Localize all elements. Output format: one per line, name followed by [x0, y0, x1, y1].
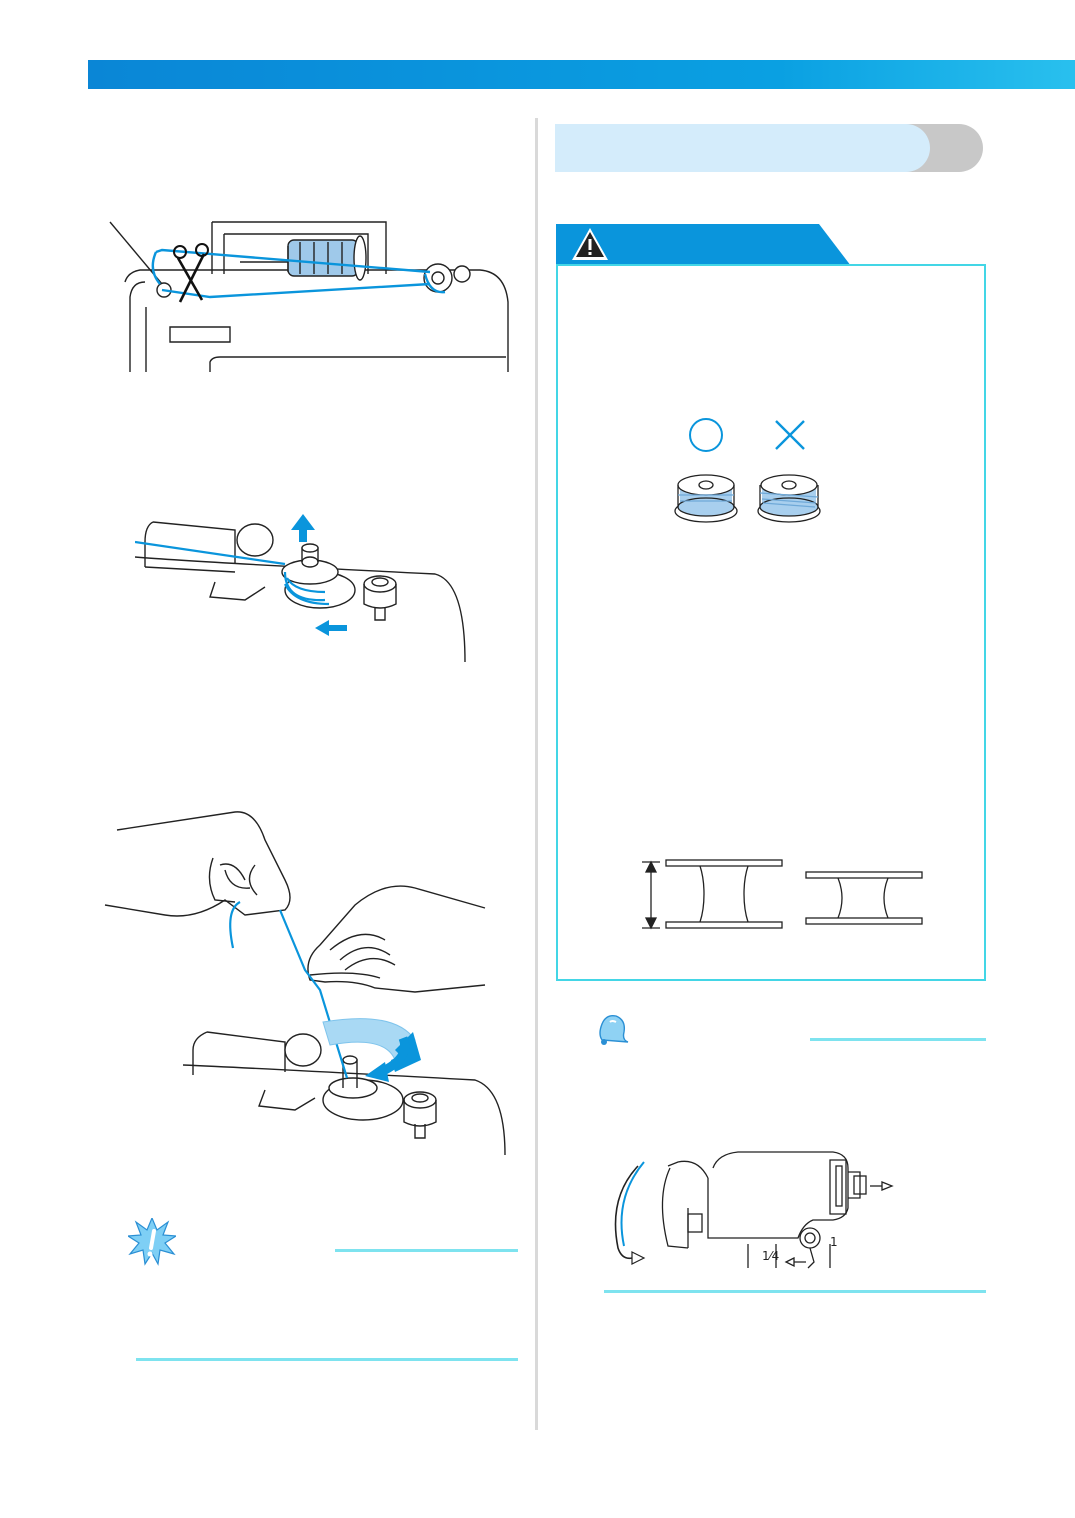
circle-ok-icon — [689, 418, 723, 452]
figure-bobbin-compare — [668, 415, 838, 527]
caution-header — [556, 224, 851, 266]
x-wrong-icon — [775, 420, 805, 450]
figure-winder-closeup: 1⁄4 1 — [608, 1148, 908, 1272]
warning-triangle-icon — [576, 232, 604, 257]
fraction-one: 1 — [830, 1235, 838, 1249]
caution-box — [556, 264, 986, 981]
memo-header-rule — [810, 1038, 986, 1041]
section-heading-bar — [555, 124, 985, 174]
note-header-rule — [335, 1249, 518, 1252]
figure-hands-winding — [95, 810, 510, 1160]
memo-footer-rule — [604, 1290, 986, 1293]
note-footer-rule — [136, 1358, 518, 1361]
note-burst-icon — [128, 1218, 176, 1266]
header-band — [88, 60, 1075, 89]
column-divider — [535, 118, 538, 1430]
fraction-one-quarter: 1⁄4 — [762, 1249, 779, 1263]
figure-bobbin-height — [640, 858, 930, 932]
bell-memo-icon — [592, 1010, 632, 1046]
figure-bobbin-winder-release — [135, 512, 475, 667]
figure-thread-cutter — [100, 212, 510, 377]
